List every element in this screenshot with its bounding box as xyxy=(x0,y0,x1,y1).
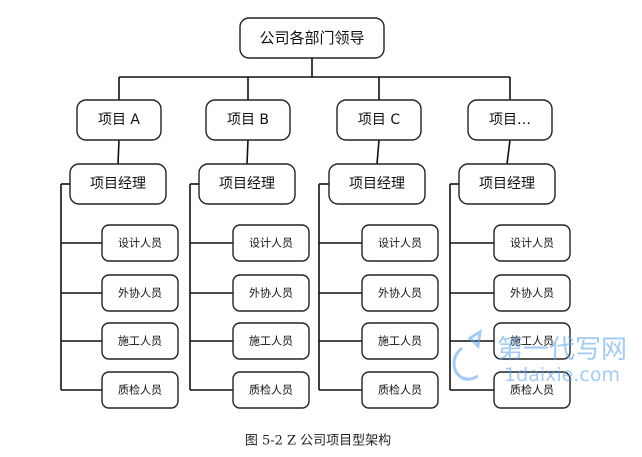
watermark: 第一代写网 1daixie.com xyxy=(452,329,627,386)
staff-node-2-1: 外协人员 xyxy=(361,274,439,312)
connector-project-to-manager-1 xyxy=(246,139,249,165)
manager-node-2-box xyxy=(328,163,426,205)
staff-node-0-1: 外协人员 xyxy=(101,274,179,312)
manager-node-1: 项目经理 xyxy=(198,163,296,205)
staff-node-3-0-box xyxy=(493,224,571,262)
staff-node-0-1-label: 外协人员 xyxy=(118,286,162,300)
staff-node-2-1-label: 外协人员 xyxy=(378,286,422,300)
manager-node-3-label: 项目经理 xyxy=(479,176,535,192)
staff-node-3-1-box xyxy=(493,274,571,312)
manager-node-1-box xyxy=(198,163,296,205)
staff-node-0-1-box xyxy=(101,274,179,312)
project-node-1-box xyxy=(205,99,291,141)
manager-node-3: 项目经理 xyxy=(458,163,556,205)
connector-project-to-manager-0 xyxy=(117,139,120,165)
staff-node-2-2-box xyxy=(361,322,439,360)
project-node-2: 项目 C xyxy=(336,99,422,141)
staff-node-0-2: 施工人员 xyxy=(101,322,179,360)
staff-node-0-3: 质检人员 xyxy=(101,371,179,409)
manager-node-2-label: 项目经理 xyxy=(349,176,405,192)
staff-node-3-1: 外协人员 xyxy=(493,274,571,312)
manager-node-0-label: 项目经理 xyxy=(90,176,146,192)
staff-node-3-2-box xyxy=(493,322,571,360)
project-node-1-label: 项目 B xyxy=(227,112,269,128)
staff-node-0-3-label: 质检人员 xyxy=(118,383,162,397)
staff-node-3-2: 施工人员 xyxy=(493,322,571,360)
staff-node-1-3-label: 质检人员 xyxy=(249,383,293,397)
staff-node-1-0-box xyxy=(232,224,310,262)
manager-node-1-label: 项目经理 xyxy=(219,176,275,192)
project-node-1: 项目 B xyxy=(205,99,291,141)
watermark-url: 1daixie.com xyxy=(504,364,620,386)
staff-node-1-2-label: 施工人员 xyxy=(249,335,293,348)
staff-node-1-3-box xyxy=(232,371,310,409)
staff-node-2-3-box xyxy=(361,371,439,409)
manager-node-3-box xyxy=(458,163,556,205)
staff-node-2-3: 质检人员 xyxy=(361,371,439,409)
project-node-0: 项目 A xyxy=(76,99,162,141)
staff-node-3-2-label: 施工人员 xyxy=(510,335,554,348)
staff-node-1-0: 设计人员 xyxy=(232,224,310,262)
staff-node-0-0-label: 设计人员 xyxy=(118,237,162,250)
staff-node-1-1: 外协人员 xyxy=(232,274,310,312)
staff-node-0-2-label: 施工人员 xyxy=(118,335,162,348)
staff-node-2-0-label: 设计人员 xyxy=(378,237,422,250)
project-node-3-label: 项目… xyxy=(489,112,531,128)
staff-node-1-2-box xyxy=(232,322,310,360)
staff-node-3-3: 质检人员 xyxy=(493,371,571,409)
watermark-logo-icon xyxy=(452,329,482,381)
connectors xyxy=(60,58,511,391)
staff-node-1-1-box xyxy=(232,274,310,312)
manager-node-0: 项目经理 xyxy=(69,163,167,205)
project-node-3: 项目… xyxy=(467,99,553,141)
staff-node-2-0: 设计人员 xyxy=(361,224,439,262)
root-node-box xyxy=(239,17,385,59)
staff-node-3-1-label: 外协人员 xyxy=(510,286,554,300)
staff-node-0-2-box xyxy=(101,322,179,360)
manager-node-2: 项目经理 xyxy=(328,163,426,205)
project-node-0-box xyxy=(76,99,162,141)
staff-node-2-2: 施工人员 xyxy=(361,322,439,360)
figure-caption: 图 5-2 Z 公司项目型架构 xyxy=(245,434,391,449)
staff-node-2-0-box xyxy=(361,224,439,262)
staff-node-3-3-box xyxy=(493,371,571,409)
staff-node-2-2-label: 施工人员 xyxy=(378,335,422,348)
project-node-3-box xyxy=(467,99,553,141)
staff-node-3-0-label: 设计人员 xyxy=(510,237,554,250)
root-node: 公司各部门领导 xyxy=(239,17,385,59)
manager-node-0-box xyxy=(69,163,167,205)
staff-node-0-0-box xyxy=(101,224,179,262)
connector-project-to-manager-3 xyxy=(506,139,511,165)
project-node-2-label: 项目 C xyxy=(358,112,400,128)
root-node-label: 公司各部门领导 xyxy=(259,29,364,47)
staff-node-3-3-label: 质检人员 xyxy=(510,383,554,397)
watermark-title: 第一代写网 xyxy=(497,335,627,365)
staff-node-0-0: 设计人员 xyxy=(101,224,179,262)
staff-node-2-1-box xyxy=(361,274,439,312)
staff-node-1-3: 质检人员 xyxy=(232,371,310,409)
staff-node-3-0: 设计人员 xyxy=(493,224,571,262)
project-node-0-label: 项目 A xyxy=(98,112,140,128)
project-node-2-box xyxy=(336,99,422,141)
staff-node-1-0-label: 设计人员 xyxy=(249,237,293,250)
staff-node-1-1-label: 外协人员 xyxy=(249,286,293,300)
connector-project-to-manager-2 xyxy=(376,139,380,165)
staff-node-2-3-label: 质检人员 xyxy=(378,383,422,397)
staff-node-1-2: 施工人员 xyxy=(232,322,310,360)
staff-node-0-3-box xyxy=(101,371,179,409)
